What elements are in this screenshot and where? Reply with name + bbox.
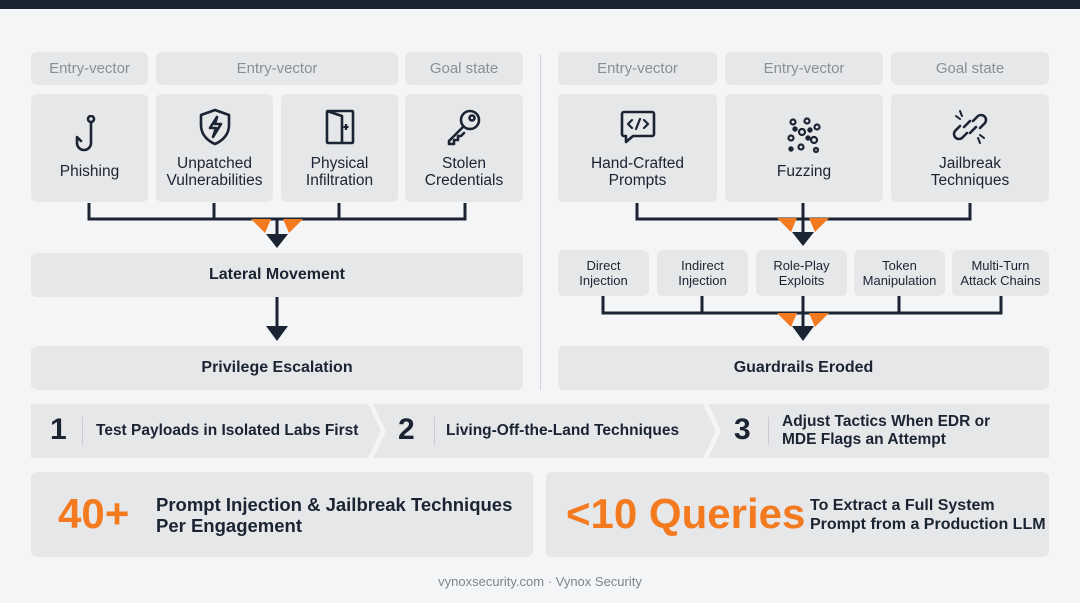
accent-wedge (809, 313, 829, 327)
right-header-goal-state: Goal state (891, 52, 1049, 85)
step-2-text: Living-Off-the-Land Techniques (446, 422, 680, 439)
technique-multi-turn-attack-chains: Multi-Turn Attack Chains (952, 250, 1049, 296)
card-fuzzing: Fuzzing (725, 94, 883, 202)
accent-wedge (777, 313, 797, 327)
right-arrow-1-head (792, 232, 814, 246)
step-divider (82, 417, 83, 445)
accent-wedge (809, 218, 829, 232)
right-header-entry-vector-1: Entry-vector (558, 52, 717, 85)
outcome-guardrails-eroded: Guardrails Eroded (558, 346, 1049, 390)
steps-chevron-bar (31, 404, 1049, 458)
stat-value-queries: <10 Queries (566, 490, 806, 537)
door-icon (320, 107, 360, 147)
broken-chain-icon (950, 107, 990, 147)
card-label: Phishing (59, 163, 120, 181)
step-2-number: 2 (398, 413, 415, 446)
technique-token-manipulation: Token Manipulation (854, 250, 945, 296)
left-arrow-2-head (266, 326, 288, 341)
card-label: Stolen Credentials (424, 154, 504, 190)
left-header-goal-state: Goal state (405, 52, 523, 85)
step-3-text: Adjust Tactics When EDR or MDE Flags an … (782, 413, 991, 448)
stage-lateral-movement: Lateral Movement (31, 253, 523, 297)
stat-text-queries: To Extract a Full System Prompt from a P… (810, 497, 1046, 533)
step-divider (434, 417, 435, 445)
technique-role-play-exploits: Role-Play Exploits (756, 250, 847, 296)
accent-wedge (283, 219, 303, 233)
card-label: Hand-Crafted Prompts (590, 154, 685, 190)
card-label: Jailbreak Techniques (930, 154, 1010, 190)
step-1-number: 1 (50, 413, 67, 446)
card-label: Fuzzing (776, 163, 832, 181)
accent-wedge (777, 218, 797, 232)
right-arrow-2-head (792, 326, 814, 341)
shield-bolt-icon (195, 107, 235, 147)
card-jailbreak-techniques: Jailbreak Techniques (891, 94, 1049, 202)
accent-wedge (251, 219, 271, 233)
card-label: Physical Infiltration (305, 154, 374, 190)
panel-divider (540, 54, 541, 390)
stat-value-techniques: 40+ (58, 490, 130, 537)
card-label: Unpatched Vulnerabilities (166, 154, 263, 190)
code-chat-icon (618, 107, 658, 147)
card-unpatched-vulnerabilities: Unpatched Vulnerabilities (156, 94, 273, 202)
left-arrow-1-head (266, 234, 288, 248)
step-divider (768, 417, 769, 445)
key-icon (444, 107, 484, 147)
stat-text-techniques: Prompt Injection & Jailbreak Techniques … (156, 494, 513, 536)
top-bar (0, 0, 1080, 9)
step-3-number: 3 (734, 413, 751, 446)
left-header-entry-vector-1: Entry-vector (31, 52, 148, 85)
card-phishing: Phishing (31, 94, 148, 202)
card-hand-crafted-prompts: Hand-Crafted Prompts (558, 94, 717, 202)
fishhook-icon (70, 115, 110, 155)
step-1-text: Test Payloads in Isolated Labs First (96, 422, 359, 439)
stat-card-queries (546, 472, 1049, 557)
left-header-entry-vector-2: Entry-vector (156, 52, 398, 85)
right-header-entry-vector-2: Entry-vector (725, 52, 883, 85)
footer-credit: vynoxsecurity.com · Vynox Security (438, 574, 642, 589)
technique-indirect-injection: Indirect Injection (657, 250, 748, 296)
card-physical-infiltration: Physical Infiltration (281, 94, 398, 202)
left-bracket-line (87, 203, 467, 221)
technique-direct-injection: Direct Injection (558, 250, 649, 296)
stat-card-techniques (31, 472, 533, 557)
stage-privilege-escalation: Privilege Escalation (31, 346, 523, 390)
scatter-dots-icon (784, 115, 824, 155)
card-stolen-credentials: Stolen Credentials (405, 94, 523, 202)
